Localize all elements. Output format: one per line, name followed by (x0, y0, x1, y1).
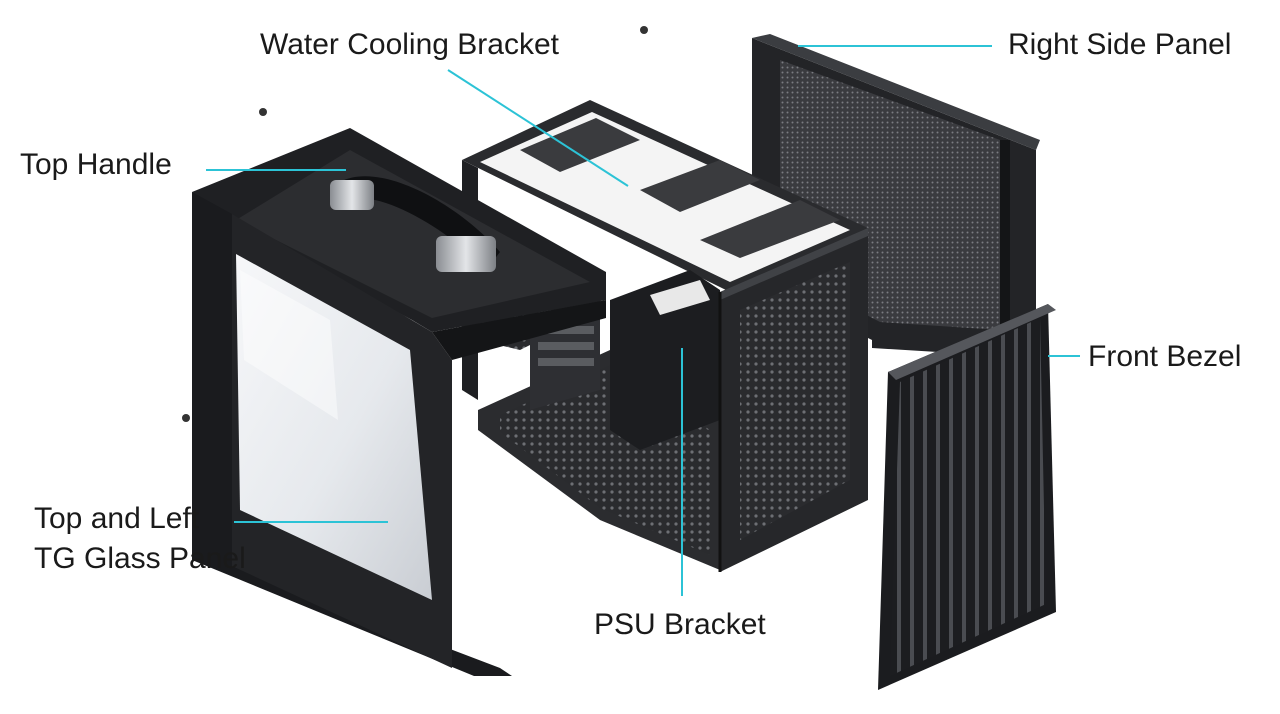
label-front-bezel: Front Bezel (1088, 340, 1242, 373)
glass-panel-part (192, 128, 606, 676)
label-top-and-left-line2: TG Glass Panel (34, 542, 246, 575)
leader-water-cooling (447, 69, 629, 187)
label-water-cooling-bracket: Water Cooling Bracket (260, 28, 560, 61)
label-psu-bracket: PSU Bracket (594, 608, 766, 641)
label-top-handle: Top Handle (20, 148, 172, 181)
front-bezel-part (878, 304, 1056, 690)
label-right-side-panel: Right Side Panel (1008, 28, 1232, 61)
label-top-and-left-line1: Top and Left (34, 502, 200, 535)
chassis-frame (462, 100, 868, 572)
top-handle-part (330, 176, 500, 272)
leader-lines (206, 45, 1080, 596)
